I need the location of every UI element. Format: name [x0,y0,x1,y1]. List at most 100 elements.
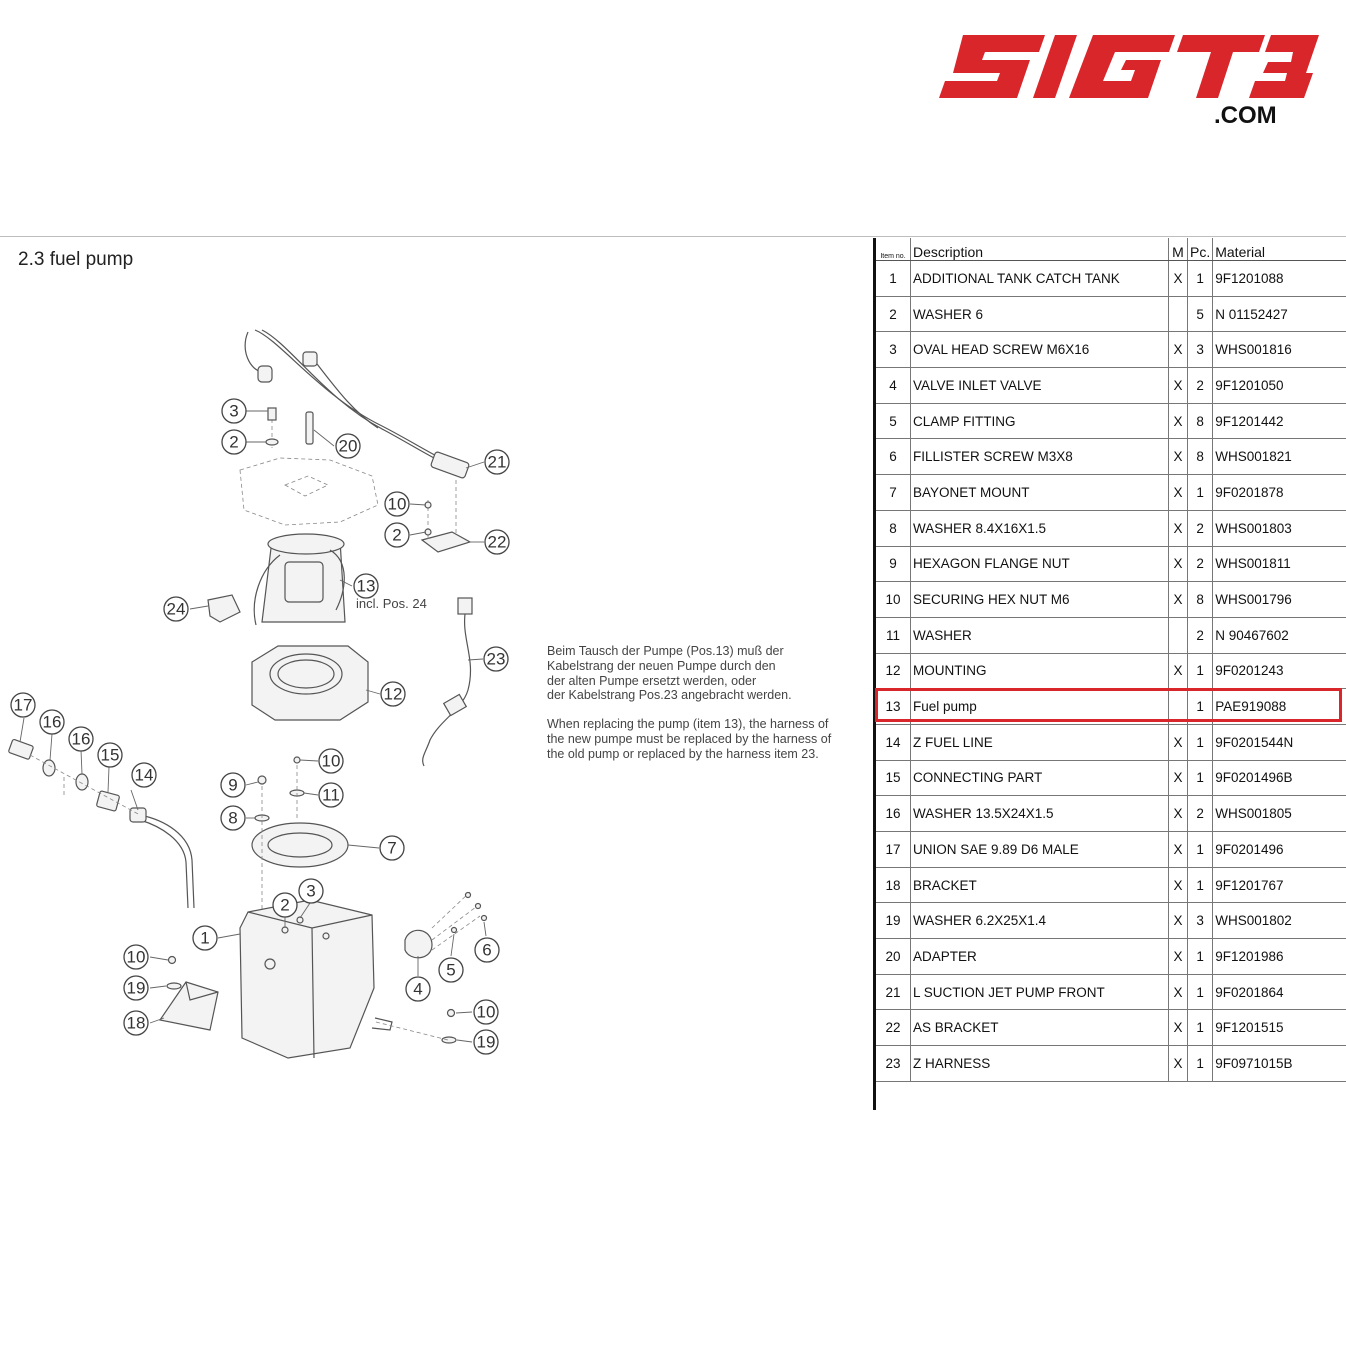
cell-m: X [1168,260,1188,297]
fuel-line-14 [139,814,195,909]
callout-16: 16 [68,726,94,752]
cell-description: L SUCTION JET PUMP FRONT [910,974,1169,1011]
cell-material: 9F0201243 [1212,653,1346,690]
cell-item-no: 16 [876,795,911,832]
callout-23: 23 [483,646,509,672]
harness-23 [422,613,472,767]
incl-pos-note: incl. Pos. 24 [356,596,427,611]
callout-9: 9 [220,772,246,798]
cell-pc: 1 [1187,831,1214,868]
cell-m: X [1168,795,1188,832]
svg-text:20: 20 [339,437,358,456]
svg-text:4: 4 [413,980,422,999]
cell-description: HEXAGON FLANGE NUT [910,546,1169,583]
cell-description: WASHER 6 [910,296,1169,333]
cell-material: 9F0201544N [1212,724,1346,761]
washer-16a [75,773,89,791]
cell-item-no: 17 [876,831,911,868]
cell-description: ADDITIONAL TANK CATCH TANK [910,260,1169,297]
cell-description: WASHER 8.4X16X1.5 [910,510,1169,547]
cell-pc: 1 [1187,653,1214,690]
svg-text:7: 7 [387,839,396,858]
callout-10: 10 [384,491,410,517]
svg-text:10: 10 [388,495,407,514]
svg-text:13: 13 [357,577,376,596]
cell-item-no: 20 [876,938,911,975]
cell-material: 9F0971015B [1212,1045,1346,1082]
fuel-pump-exploded-diagram: 3 2 20 21 10 2 22 13 incl. Pos. 24 24 23… [8,329,510,1059]
cell-description: CLAMP FITTING [910,403,1169,440]
cell-item-no: 14 [876,724,911,761]
suction-jet-pump-21 [430,451,470,479]
header-material: Material [1212,238,1346,261]
cell-m: X [1168,403,1188,440]
cell-m: X [1168,581,1188,618]
callout-15: 15 [97,742,123,768]
cell-description: Fuel pump [910,688,1169,725]
cell-description: VALVE INLET VALVE [910,367,1169,404]
callout-5: 5 [438,957,464,983]
cell-material: 9F0201496B [1212,760,1346,797]
callout-2: 2 [272,892,298,918]
cell-material: WHS001821 [1212,438,1346,476]
cell-material: 9F1201442 [1212,403,1346,440]
cell-item-no: 12 [876,653,911,690]
callout-19: 19 [473,1029,499,1055]
callout-16: 16 [39,709,65,735]
valve-4 [404,929,433,959]
cell-pc: 2 [1187,617,1214,654]
cell-description: AS BRACKET [910,1009,1169,1047]
cell-pc: 2 [1187,795,1214,832]
svg-text:22: 22 [488,533,507,552]
header-item-no: Item no. [876,238,911,261]
cell-material: 9F0201878 [1212,474,1346,511]
adapter-20 [305,411,314,445]
cell-item-no: 15 [876,760,911,797]
highlighted-row-frame [875,688,1342,722]
cell-m: X [1168,474,1188,511]
cell-material: WHS001805 [1212,795,1346,832]
logo-letters [939,35,1319,98]
svg-text:23: 23 [487,650,506,669]
cell-description: Z FUEL LINE [910,724,1169,761]
svg-text:10: 10 [322,752,341,771]
cell-description: BAYONET MOUNT [910,474,1169,511]
callout-4: 4 [405,976,431,1002]
sigt3-logo[interactable] [935,30,1320,135]
svg-text:17: 17 [14,696,33,715]
bayonet-mount-7 [251,822,349,868]
replacement-note-english: When replacing the pump (item 13), the h… [547,717,832,761]
svg-text:16: 16 [72,730,91,749]
cell-m: X [1168,760,1188,797]
cell-pc: 2 [1187,510,1214,547]
cell-description: ADAPTER [910,938,1169,975]
cell-pc: 1 [1187,724,1214,761]
cell-description: CONNECTING PART [910,760,1169,797]
svg-text:12: 12 [384,685,403,704]
